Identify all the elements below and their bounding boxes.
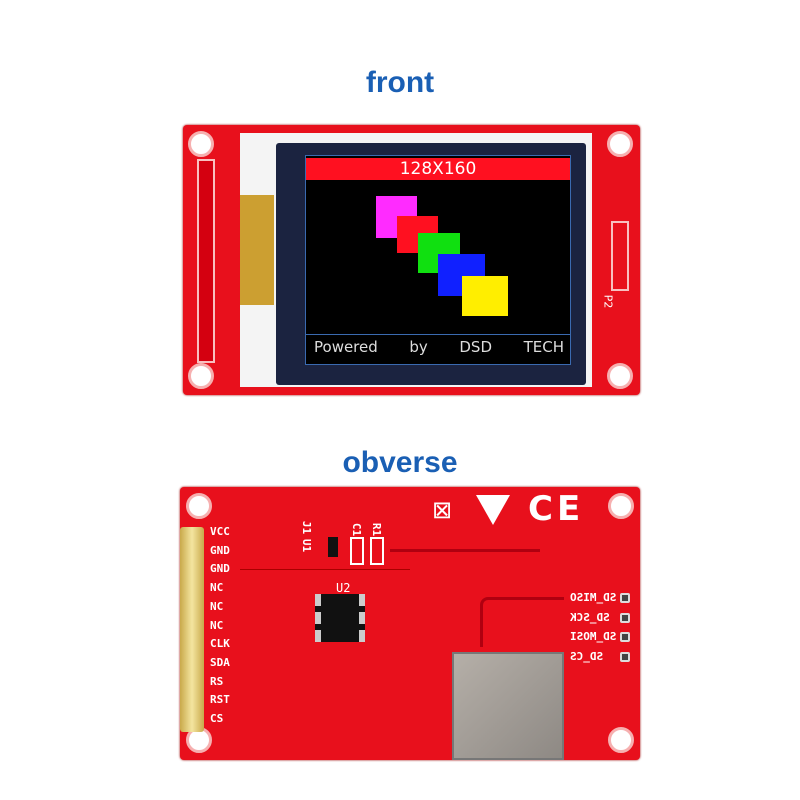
mount-hole (186, 493, 212, 519)
pin-label: GND (210, 562, 230, 576)
pin-label: VCC (210, 525, 230, 538)
j1-label: J1 (300, 520, 314, 535)
sd-pin-pad (620, 612, 630, 623)
footer-word: TECH (523, 338, 564, 356)
connector-label: P2 (601, 294, 615, 309)
footer-word: Powered (314, 338, 378, 356)
yellow-square (462, 276, 508, 316)
screen-footer: Powered by DSD TECH (314, 338, 564, 356)
mount-hole (188, 131, 214, 157)
transistor-u1 (328, 537, 338, 557)
right-pin-header (611, 221, 629, 291)
lcd-display: 128X160 Powered by DSD TECH (305, 155, 571, 365)
sd-pin-pad (620, 593, 630, 603)
back-board: VCC GND GND NC NC NC CLK SDA RS RST CS J1 U1 C1 R1… (180, 487, 640, 760)
mount-hole (608, 727, 634, 753)
sd-pin-label: SD_MOSI (570, 630, 617, 643)
pcb-trace (240, 569, 410, 570)
ce-mark-icon: CE (528, 489, 585, 529)
capacitor-c1 (350, 537, 364, 565)
r1-label: R1 (370, 522, 384, 537)
mount-hole (607, 363, 633, 389)
sd-pin-pad (620, 632, 630, 642)
pcb-trace (390, 549, 540, 552)
mount-hole (188, 363, 214, 389)
back-heading: obverse (342, 446, 458, 479)
mount-hole (608, 493, 634, 519)
sd-card-slot (452, 652, 564, 760)
pin-label: RST (210, 693, 230, 707)
sd-pin-label: SD_CS (570, 649, 604, 663)
pin-label: GND (210, 543, 230, 557)
sd-pin-pad (620, 651, 630, 662)
pin-label: CS (210, 712, 224, 725)
u2-label: U2 (336, 581, 351, 595)
pin-label: NC (210, 599, 224, 613)
pin-label: NC (210, 618, 224, 632)
front-heading: front (365, 66, 435, 99)
front-board: P2 128X160 Powered by DSD TECH (183, 125, 640, 395)
chip-u2 (315, 594, 365, 642)
screen-title-bar: 128X160 (306, 158, 570, 180)
resistor-r1 (370, 537, 384, 565)
c1-label: C1 (350, 522, 364, 537)
pin-label: CLK (210, 637, 230, 651)
sd-pin-label: SD_SCK (570, 610, 610, 624)
weee-bin-icon: ⊠ (432, 496, 453, 524)
pin-label: RS (210, 674, 224, 688)
footer-word: by (409, 338, 428, 356)
sd-pin-label: SD_MISO (570, 591, 617, 604)
pin-header (180, 527, 204, 732)
mount-hole (607, 131, 633, 157)
esd-warning-icon (476, 495, 510, 525)
screen-divider (306, 334, 570, 335)
footer-word: DSD (459, 338, 492, 356)
u1-label: U1 (300, 538, 314, 553)
pin-label: NC (210, 581, 224, 595)
pin-label: SDA (210, 655, 230, 669)
flex-cable (240, 195, 274, 305)
sd-traces (480, 597, 564, 647)
left-pin-header (197, 159, 215, 363)
